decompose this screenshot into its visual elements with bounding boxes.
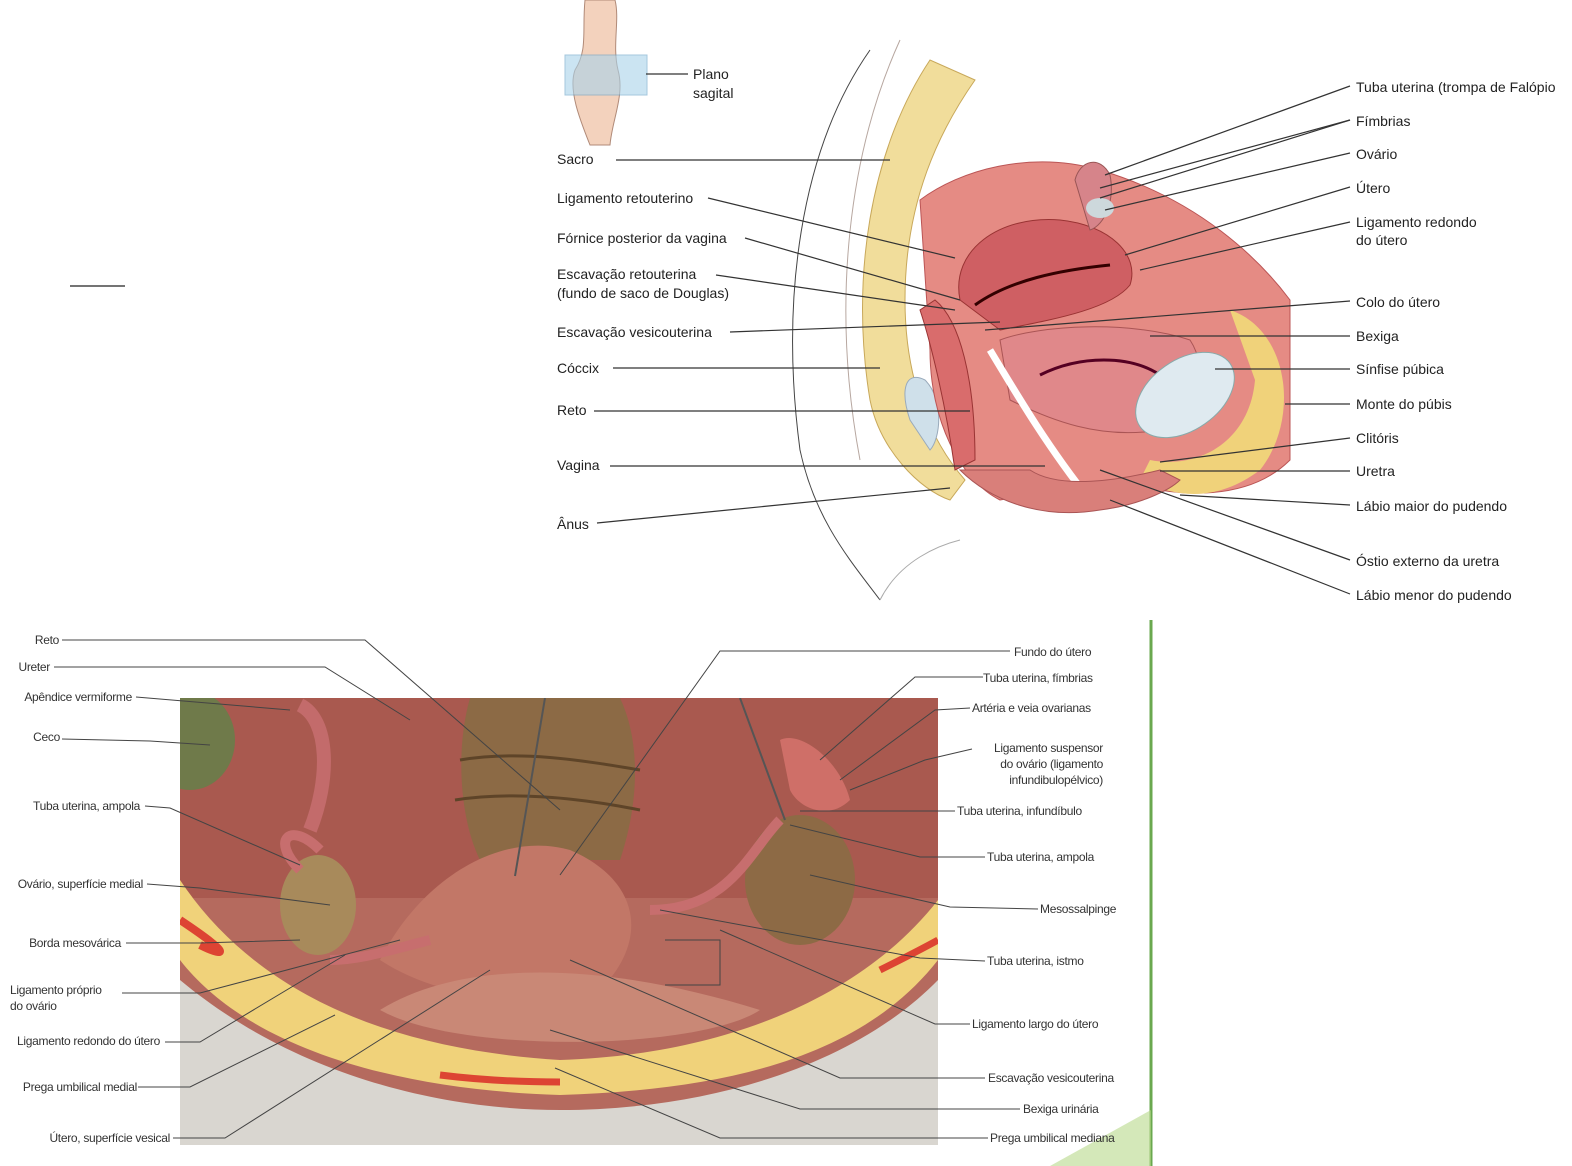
label-prega-umbilical-medial: Prega umbilical medial [23,1080,137,1094]
label-ligamento-largo: Ligamento largo do útero [972,1017,1099,1031]
label-utero: Útero [1356,180,1390,196]
label-clitoris: Clitóris [1356,430,1399,446]
label-arteria-veia: Artéria e veia ovarianas [972,701,1091,715]
label-prega-umbilical-mediana: Prega umbilical mediana [990,1131,1115,1145]
label-tuba-fimbrias: Tuba uterina, fímbrias [983,671,1093,685]
label-labio-menor: Lábio menor do pudendo [1356,587,1512,603]
label-tuba-ampola-r: Tuba uterina, ampola [987,850,1095,864]
label-coccix: Cóccix [557,360,599,376]
label-tuba-infundibulo: Tuba uterina, infundíbulo [957,804,1082,818]
label-utero-vesical: Útero, superfície vesical [49,1130,170,1145]
label-bexiga-urinaria: Bexiga urinária [1023,1102,1099,1116]
label-ovario-medial: Ovário, superfície medial [18,877,143,891]
body-inset-icon [564,0,648,146]
label-sagital: sagital [693,85,733,101]
label-apendice: Apêndice vermiforme [24,690,132,704]
label-ovario: Ovário [1356,146,1397,162]
label-tuba-istmo: Tuba uterina, istmo [987,954,1084,968]
label-reto-b: Reto [35,633,60,647]
label-ureter: Ureter [18,660,50,674]
label-ligamento-proprio-2: do ovário [10,999,57,1013]
label-escavacao-vesicouterina: Escavação vesicouterina [557,324,712,340]
pelvic-cavity-illustration [180,698,938,1145]
label-borda-mesovarica: Borda mesovárica [29,936,122,950]
label-sinfise-pubica: Sínfise púbica [1356,361,1444,377]
label-labio-maior: Lábio maior do pudendo [1356,498,1507,514]
label-vagina: Vagina [557,457,600,473]
label-reto: Reto [557,402,587,418]
label-colo-utero: Colo do útero [1356,294,1440,310]
label-sacro: Sacro [557,151,594,167]
slide-accent-corner [1050,1110,1151,1166]
label-plano: Plano [693,66,729,82]
label-monte-pubis: Monte do púbis [1356,396,1452,412]
label-ceco: Ceco [33,730,60,744]
label-tuba-uterina: Tuba uterina (trompa de Falópio [1356,79,1556,95]
label-fimbrias: Fímbrias [1356,113,1410,129]
label-ligamento-suspensor: Ligamento suspensor [994,741,1103,755]
label-escavacao-retouterina: Escavação retouterina [557,266,697,282]
label-bexiga: Bexiga [1356,328,1399,344]
label-fundo-utero: Fundo do útero [1014,645,1092,659]
label-ligamento-redondo: Ligamento redondo [1356,214,1477,230]
label-escavacao-vesicouterina-b: Escavação vesicouterina [988,1071,1114,1085]
label-ligamento-retouterino: Ligamento retouterino [557,190,693,206]
label-uretra: Uretra [1356,463,1395,479]
bottom-leader-lines [54,639,1039,1139]
label-tuba-ampola-l: Tuba uterina, ampola [33,799,141,813]
label-ligamento-proprio: Ligamento próprio [10,983,102,997]
label-anus: Ânus [557,516,589,532]
label-ligamento-suspensor-3: infundibulopélvico) [1009,773,1103,787]
label-escavacao-retouterina-2: (fundo de saco de Douglas) [557,285,729,301]
label-ligamento-suspensor-2: do ovário (ligamento [1000,757,1103,771]
label-fornice-posterior: Fórnice posterior da vagina [557,230,727,246]
top-labels: Plano sagital Sacro Ligamento retouterin… [557,66,1556,603]
label-mesossalpinge: Mesossalpinge [1040,902,1117,916]
sagittal-section-illustration [564,0,1291,601]
label-ligamento-redondo-b: Ligamento redondo do útero [17,1034,161,1048]
label-ostio-externo: Óstio externo da uretra [1356,553,1499,569]
top-leader-lines [594,73,1351,595]
label-ligamento-redondo-2: do útero [1356,232,1408,248]
bottom-labels: Reto Ureter Apêndice vermiforme Ceco Tub… [10,633,1117,1145]
